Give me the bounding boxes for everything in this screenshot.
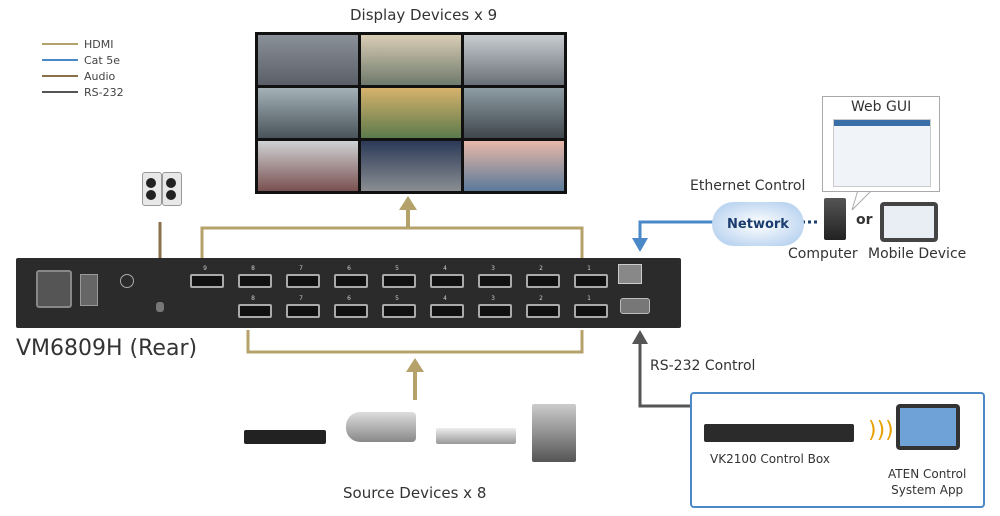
pc-tower-icon xyxy=(532,404,576,462)
video-wall-screen xyxy=(258,141,358,191)
ethernet-control-label: Ethernet Control xyxy=(690,178,806,194)
web-gui-window: Web GUI xyxy=(822,96,940,192)
media-player-icon xyxy=(436,428,516,444)
hdmi-output-port xyxy=(334,274,368,288)
control-tablet-icon xyxy=(896,404,960,450)
hdmi-output-port-number: 6 xyxy=(347,265,351,272)
legend-item-rs232: RS-232 xyxy=(42,84,124,100)
hdmi-input-port-number: 7 xyxy=(299,295,303,302)
hdmi-input-port-number: 4 xyxy=(443,295,447,302)
hdmi-input-port xyxy=(430,304,464,318)
legend-item-audio: Audio xyxy=(42,68,124,84)
display-devices-label: Display Devices x 9 xyxy=(350,6,498,24)
wireless-icon: ))) xyxy=(868,418,894,443)
legend: HDMI Cat 5e Audio RS-232 xyxy=(42,36,124,100)
web-gui-screenshot xyxy=(833,119,931,187)
dvd-player-icon xyxy=(244,430,326,444)
video-wall-screen xyxy=(258,35,358,85)
computer-label: Computer xyxy=(788,246,858,262)
rs232-port-icon xyxy=(620,298,650,314)
video-wall-screen xyxy=(361,35,461,85)
hdmi-output-port xyxy=(190,274,224,288)
web-gui-label: Web GUI xyxy=(851,99,912,115)
ethernet-port-icon xyxy=(618,264,642,284)
video-wall-screen xyxy=(464,35,564,85)
hdmi-output-port xyxy=(382,274,416,288)
control-box-icon xyxy=(704,424,854,442)
hdmi-input-port xyxy=(382,304,416,318)
video-wall-screen xyxy=(464,141,564,191)
hdmi-input-port xyxy=(478,304,512,318)
control-box-label: VK2100 Control Box xyxy=(710,452,830,466)
tablet-icon xyxy=(880,202,938,242)
hdmi-output-port-number: 1 xyxy=(587,265,591,272)
hdmi-output-port xyxy=(526,274,560,288)
power-socket-icon xyxy=(36,270,72,308)
hdmi-input-port xyxy=(574,304,608,318)
hdmi-output-port-number: 5 xyxy=(395,265,399,272)
hdmi-input-port xyxy=(526,304,560,318)
speakers-icon xyxy=(142,168,182,210)
computer-icon xyxy=(824,198,846,240)
hdmi-input-port xyxy=(334,304,368,318)
hdmi-output-port-number: 2 xyxy=(539,265,543,272)
source-devices-label: Source Devices x 8 xyxy=(343,484,487,502)
hdmi-output-port-number: 3 xyxy=(491,265,495,272)
hdmi-input-port-number: 6 xyxy=(347,295,351,302)
video-wall xyxy=(255,32,567,194)
control-panel: VK2100 Control Box ))) ATEN Control Syst… xyxy=(690,392,985,508)
legend-item-hdmi: HDMI xyxy=(42,36,124,52)
rs232-control-label: RS-232 Control xyxy=(650,358,756,374)
hdmi-output-port-number: 4 xyxy=(443,265,447,272)
ground-screw-icon xyxy=(120,274,134,288)
audio-jack-icon xyxy=(156,302,164,312)
hdmi-output-port-number: 7 xyxy=(299,265,303,272)
matrix-name-label: VM6809H (Rear) xyxy=(16,336,198,361)
hdmi-input-port-number: 8 xyxy=(251,295,255,302)
hdmi-input-port xyxy=(286,304,320,318)
or-label: or xyxy=(856,212,873,228)
hdmi-output-port xyxy=(430,274,464,288)
camera-icon xyxy=(346,412,416,442)
hdmi-output-port xyxy=(478,274,512,288)
video-wall-screen xyxy=(361,88,461,138)
hdmi-output-port xyxy=(574,274,608,288)
hdmi-input-port xyxy=(238,304,272,318)
mobile-device-label: Mobile Device xyxy=(868,246,967,262)
hdmi-output-port xyxy=(286,274,320,288)
video-wall-screen xyxy=(258,88,358,138)
hdmi-output-port-number: 9 xyxy=(203,265,207,272)
network-cloud-icon: Network xyxy=(712,202,804,246)
control-app-label: ATEN Control System App xyxy=(888,467,967,497)
hdmi-input-port-number: 2 xyxy=(539,295,543,302)
hdmi-output-port xyxy=(238,274,272,288)
hdmi-output-port-number: 8 xyxy=(251,265,255,272)
hdmi-input-port-number: 3 xyxy=(491,295,495,302)
video-wall-screen xyxy=(361,141,461,191)
video-wall-screen xyxy=(464,88,564,138)
hdmi-input-port-number: 5 xyxy=(395,295,399,302)
power-switch-icon xyxy=(80,274,98,306)
legend-item-cat5e: Cat 5e xyxy=(42,52,124,68)
hdmi-input-port-number: 1 xyxy=(587,295,591,302)
